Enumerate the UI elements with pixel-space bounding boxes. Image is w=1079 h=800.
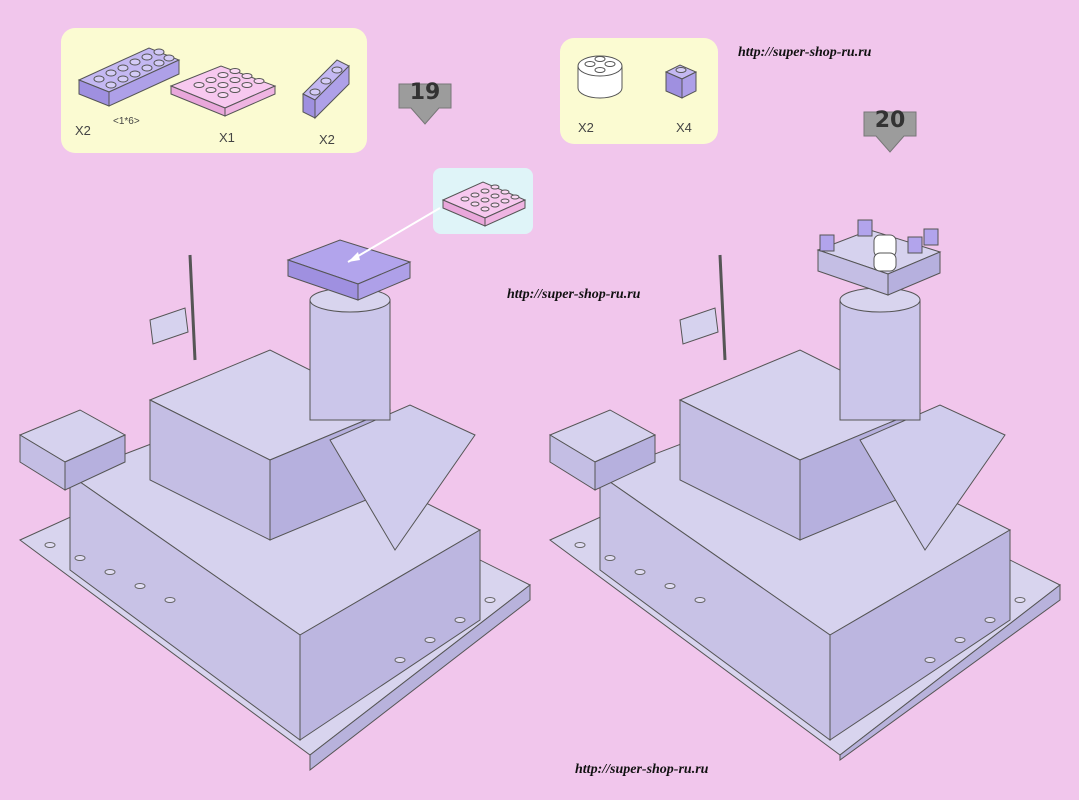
watermark-url-bottom: http://super-shop-ru.ru (575, 762, 709, 777)
castle-model-step20 (548, 219, 1061, 761)
step20-number: 20 (874, 108, 906, 133)
down-arrow-icon (398, 83, 452, 125)
plate-4x4-pink-callout-icon (441, 181, 527, 227)
brick-1x1-lavender-icon (664, 64, 698, 99)
step19-part3-quantity: X2 (319, 132, 335, 147)
callout-pointer (347, 207, 441, 263)
brick-1x3-lavender-icon (302, 59, 350, 120)
step20-part2-quantity: X4 (676, 120, 692, 135)
brick-1x6-lavender-icon (77, 47, 181, 107)
step19-part2-quantity: X1 (219, 130, 235, 145)
watermark-url-top: http://super-shop-ru.ru (738, 45, 872, 60)
step19-part1-quantity: X2 (75, 123, 91, 138)
down-arrow-icon (863, 111, 917, 153)
castle-model-step19 (18, 239, 531, 772)
watermark-url-middle: http://super-shop-ru.ru (507, 287, 641, 302)
step20-arrow: 20 (860, 106, 920, 156)
step19-callout (433, 168, 533, 234)
step19-parts-panel: X2 <1*6> X1 X2 (61, 28, 367, 153)
step19-part1-note: <1*6> (113, 116, 140, 127)
step19-number: 19 (409, 80, 441, 105)
step20-part1-quantity: X2 (578, 120, 594, 135)
step19-arrow: 19 (395, 78, 455, 128)
plate-4x4-pink-icon (169, 65, 277, 117)
round-brick-2x2-white-icon (577, 55, 623, 99)
step20-parts-panel: X2 X4 (560, 38, 718, 144)
